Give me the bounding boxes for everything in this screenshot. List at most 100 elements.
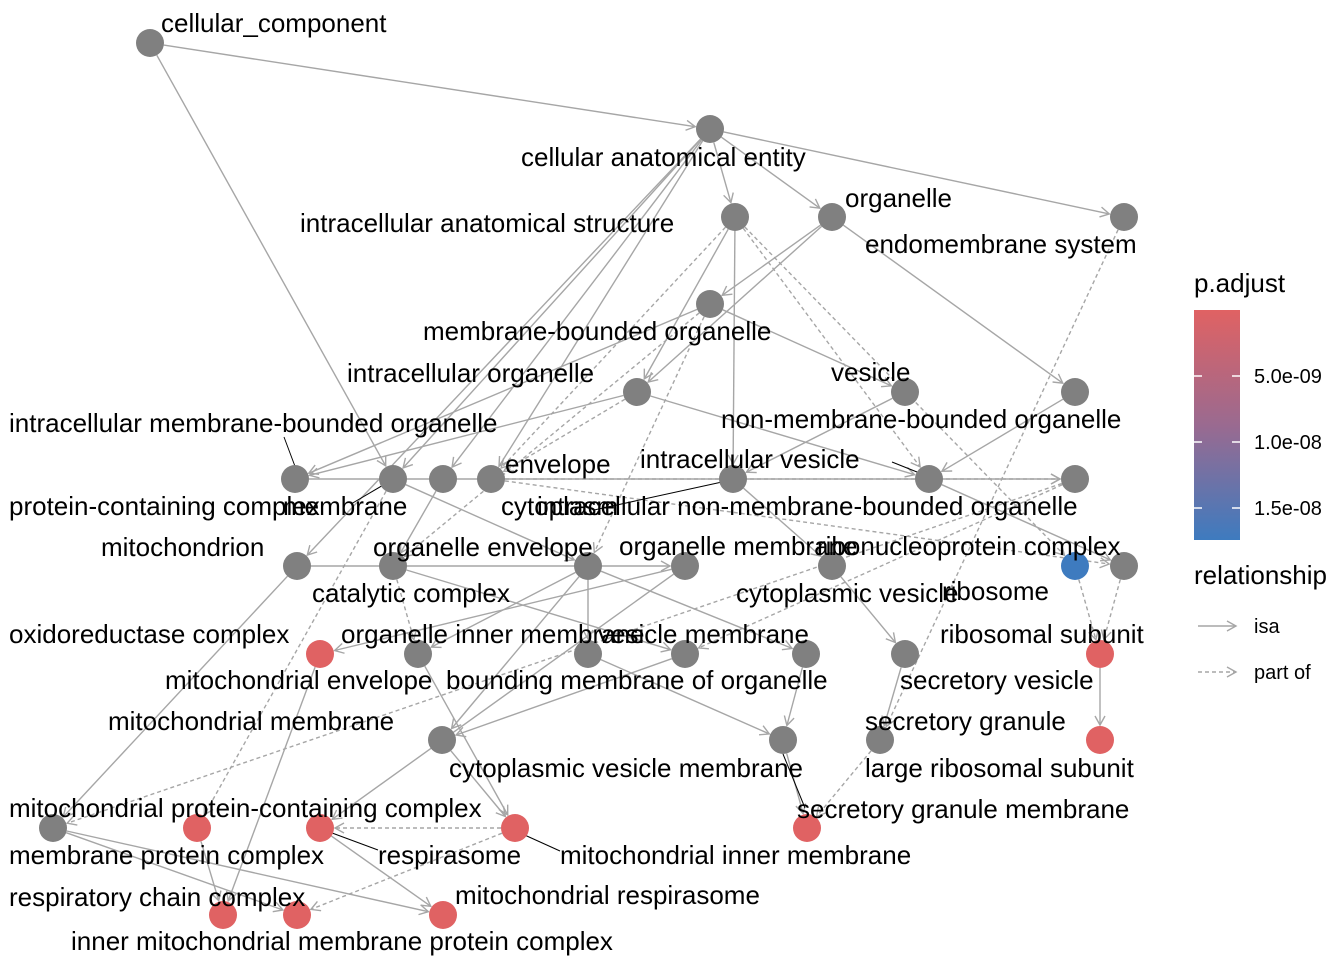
edge-isa xyxy=(881,667,902,727)
go-term-label: mitochondrion xyxy=(101,532,264,562)
go-term-label: inner mitochondrial membrane protein com… xyxy=(71,926,613,956)
go-term-node xyxy=(818,552,846,580)
edge-part-of xyxy=(504,480,1111,569)
legend-padjust-tick: 1.5e-08 xyxy=(1254,498,1322,520)
go-term-node xyxy=(1061,465,1089,493)
edge-isa xyxy=(941,484,1112,562)
label-leader-line xyxy=(350,483,386,505)
node-layer xyxy=(39,29,1138,929)
go-term-label: large ribosomal subunit xyxy=(865,753,1135,783)
edge-isa xyxy=(722,309,893,388)
edge-part-of xyxy=(742,227,921,469)
edge-isa xyxy=(498,140,704,468)
go-term-label: ribosomal subunit xyxy=(940,619,1145,649)
go-term-node xyxy=(283,552,311,580)
edge-isa xyxy=(65,832,285,913)
go-term-label: secretory granule membrane xyxy=(797,794,1129,824)
go-term-label: cellular_component xyxy=(161,8,387,38)
edge-isa xyxy=(156,54,387,468)
label-leader-line xyxy=(782,753,806,809)
go-term-label: cellular anatomical entity xyxy=(521,142,806,172)
edge-isa xyxy=(225,666,316,903)
go-term-node xyxy=(891,640,919,668)
edge-isa xyxy=(451,139,703,469)
edge-isa xyxy=(330,835,432,908)
edge-part-of xyxy=(592,316,705,554)
edge-part-of xyxy=(500,226,727,470)
go-term-label: secretory vesicle xyxy=(900,665,1094,695)
edge-part-of xyxy=(1078,579,1099,641)
edge-part-of xyxy=(1100,579,1121,641)
go-term-label: intracellular non-membrane-bounded organ… xyxy=(537,491,1078,521)
go-term-label: secretory granule xyxy=(865,706,1066,736)
edge-part-of xyxy=(309,832,503,912)
go-term-label: intracellular membrane-bounded organelle xyxy=(9,408,498,438)
edge-isa xyxy=(200,841,222,902)
go-term-node xyxy=(721,203,749,231)
legend-padjust-title: p.adjust xyxy=(1194,268,1286,298)
go-term-label: vesicle membrane xyxy=(598,619,809,649)
go-term-node xyxy=(1061,552,1089,580)
go-term-node xyxy=(769,726,797,754)
legend-padjust-tick: 5.0e-09 xyxy=(1254,366,1322,388)
edge-isa xyxy=(783,667,804,727)
go-term-label: ribosome xyxy=(942,576,1049,606)
go-term-node xyxy=(501,814,529,842)
label-leader-line xyxy=(283,436,297,470)
go-term-label: non-membrane-bounded organelle xyxy=(721,404,1121,434)
legend-isa-label: isa xyxy=(1254,616,1280,638)
go-term-label: mitochondrial envelope xyxy=(165,665,432,695)
edge-part-of xyxy=(744,226,1066,557)
go-term-node xyxy=(306,814,334,842)
go-term-node xyxy=(429,465,457,493)
go-term-node xyxy=(1110,552,1138,580)
go-term-node xyxy=(866,726,894,754)
label-layer: cellular_component cellular anatomical en… xyxy=(9,8,1145,956)
go-term-node xyxy=(574,552,602,580)
go-term-node xyxy=(623,378,651,406)
edge-isa xyxy=(307,308,698,476)
edge-isa xyxy=(840,576,897,644)
go-term-node xyxy=(719,465,747,493)
go-term-node xyxy=(1110,203,1138,231)
go-term-label: oxidoreductase complex xyxy=(9,619,289,649)
edge-isa xyxy=(331,573,675,821)
edge-part-of xyxy=(884,229,1119,728)
go-term-label: catalytic complex xyxy=(312,578,510,608)
go-term-node xyxy=(793,814,821,842)
go-term-node xyxy=(379,552,407,580)
go-term-node xyxy=(1061,378,1089,406)
go-term-node xyxy=(1086,640,1114,668)
go-term-label: endomembrane system xyxy=(865,229,1137,259)
edge-isa xyxy=(424,665,509,817)
go-term-node xyxy=(696,290,724,318)
go-term-node xyxy=(183,814,211,842)
label-leader-line xyxy=(593,481,723,511)
edge-isa xyxy=(450,750,507,818)
edge-isa xyxy=(600,570,794,651)
legend-padjust-tick: 1.0e-08 xyxy=(1254,432,1322,454)
go-term-label: respiratory chain complex xyxy=(9,882,305,912)
go-term-node xyxy=(429,901,457,929)
go-term-label: intracellular anatomical structure xyxy=(300,208,674,238)
edge-isa xyxy=(743,487,822,558)
go-term-node xyxy=(209,901,237,929)
edge-isa xyxy=(450,576,580,730)
edge-isa xyxy=(745,397,893,474)
go-term-label: cytoplasmic vesicle xyxy=(736,578,959,608)
edge-part-of xyxy=(203,490,387,817)
edge-isa xyxy=(643,228,729,381)
go-term-label: membrane xyxy=(283,491,407,521)
go-term-node xyxy=(136,29,164,57)
edge-part-of xyxy=(815,750,872,818)
edge-isa xyxy=(600,658,771,736)
edge-isa xyxy=(650,395,916,478)
go-term-node xyxy=(574,640,602,668)
go-term-label: organelle xyxy=(845,183,952,213)
go-term-label: mitochondrial inner membrane xyxy=(560,840,911,870)
go-term-label: vesicle xyxy=(831,357,910,387)
go-term-label: mitochondrial protein-containing complex xyxy=(9,793,482,823)
go-term-node xyxy=(915,465,943,493)
go-term-label: intracellular organelle xyxy=(347,358,594,388)
